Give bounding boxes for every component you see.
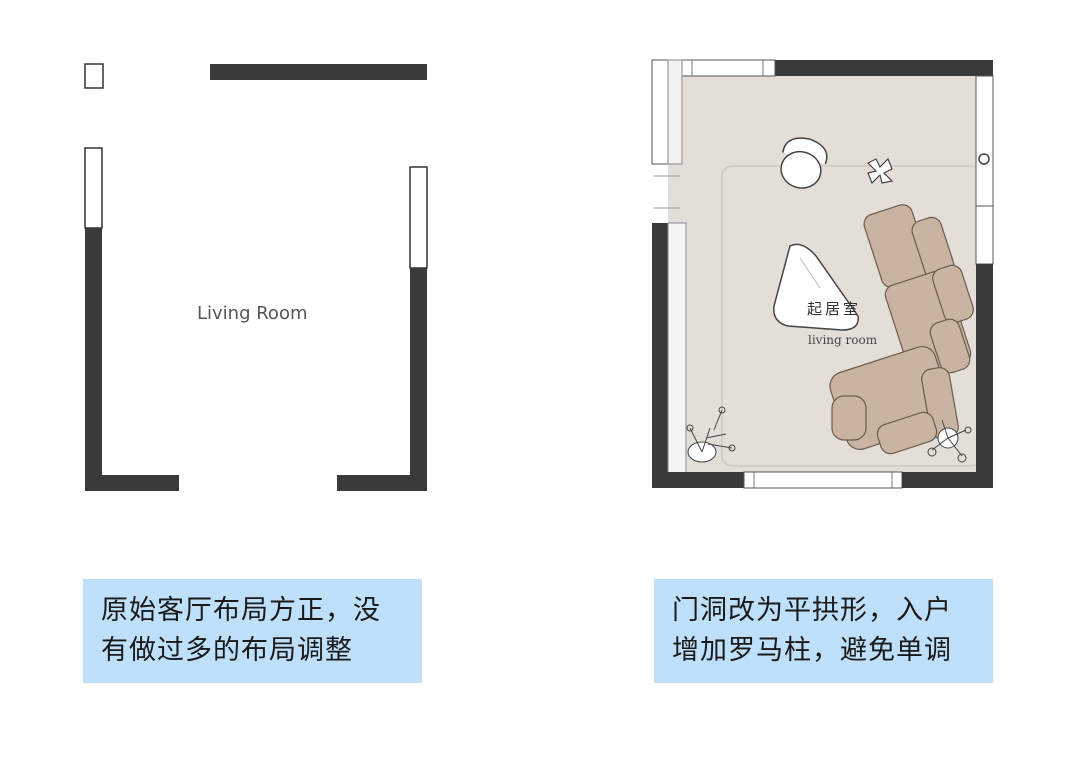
wall-bottom-left (85, 475, 179, 491)
room-label-cn: 起居室 (807, 300, 862, 318)
wall-top (775, 60, 993, 76)
original-floor-plan (84, 63, 428, 491)
plant-table (866, 157, 894, 185)
wall-bottom-right (902, 472, 993, 488)
armchair (780, 137, 828, 189)
wall-right (410, 268, 427, 491)
wall-left (85, 228, 102, 491)
room-label: Living Room (197, 303, 308, 324)
window-right-upper (975, 75, 994, 207)
caption-before: 原始客厅布局方正，没 有做过多的布局调整 (83, 579, 422, 683)
window-right (409, 166, 428, 269)
room-label-en: living room (808, 333, 878, 347)
window-left (84, 147, 103, 229)
caption-line: 增加罗马柱，避免单调 (672, 635, 952, 666)
caption-after: 门洞改为平拱形，入户 增加罗马柱，避免单调 (654, 579, 993, 683)
coffee-table (773, 243, 859, 331)
wall-bottom-left (652, 472, 744, 488)
window-right-mid (975, 205, 994, 265)
wall-right (976, 264, 993, 488)
column-left (667, 59, 683, 165)
window-top-left (679, 59, 776, 77)
window-left-upper (651, 59, 669, 165)
column-left-lower (667, 222, 687, 474)
redesigned-floor-plan (651, 59, 994, 489)
sectional-sofa (829, 204, 974, 455)
door-bottom (743, 471, 903, 489)
wall-left (652, 223, 668, 488)
wall-top (210, 64, 427, 80)
window-fragment (84, 63, 104, 89)
plant-bottom-left (686, 406, 736, 463)
plant-bottom-right (927, 419, 972, 463)
caption-line: 有做过多的布局调整 (101, 635, 353, 666)
wall-bottom-right (337, 475, 427, 491)
caption-line: 原始客厅布局方正，没 (101, 595, 381, 626)
caption-line: 门洞改为平拱形，入户 (672, 595, 952, 626)
